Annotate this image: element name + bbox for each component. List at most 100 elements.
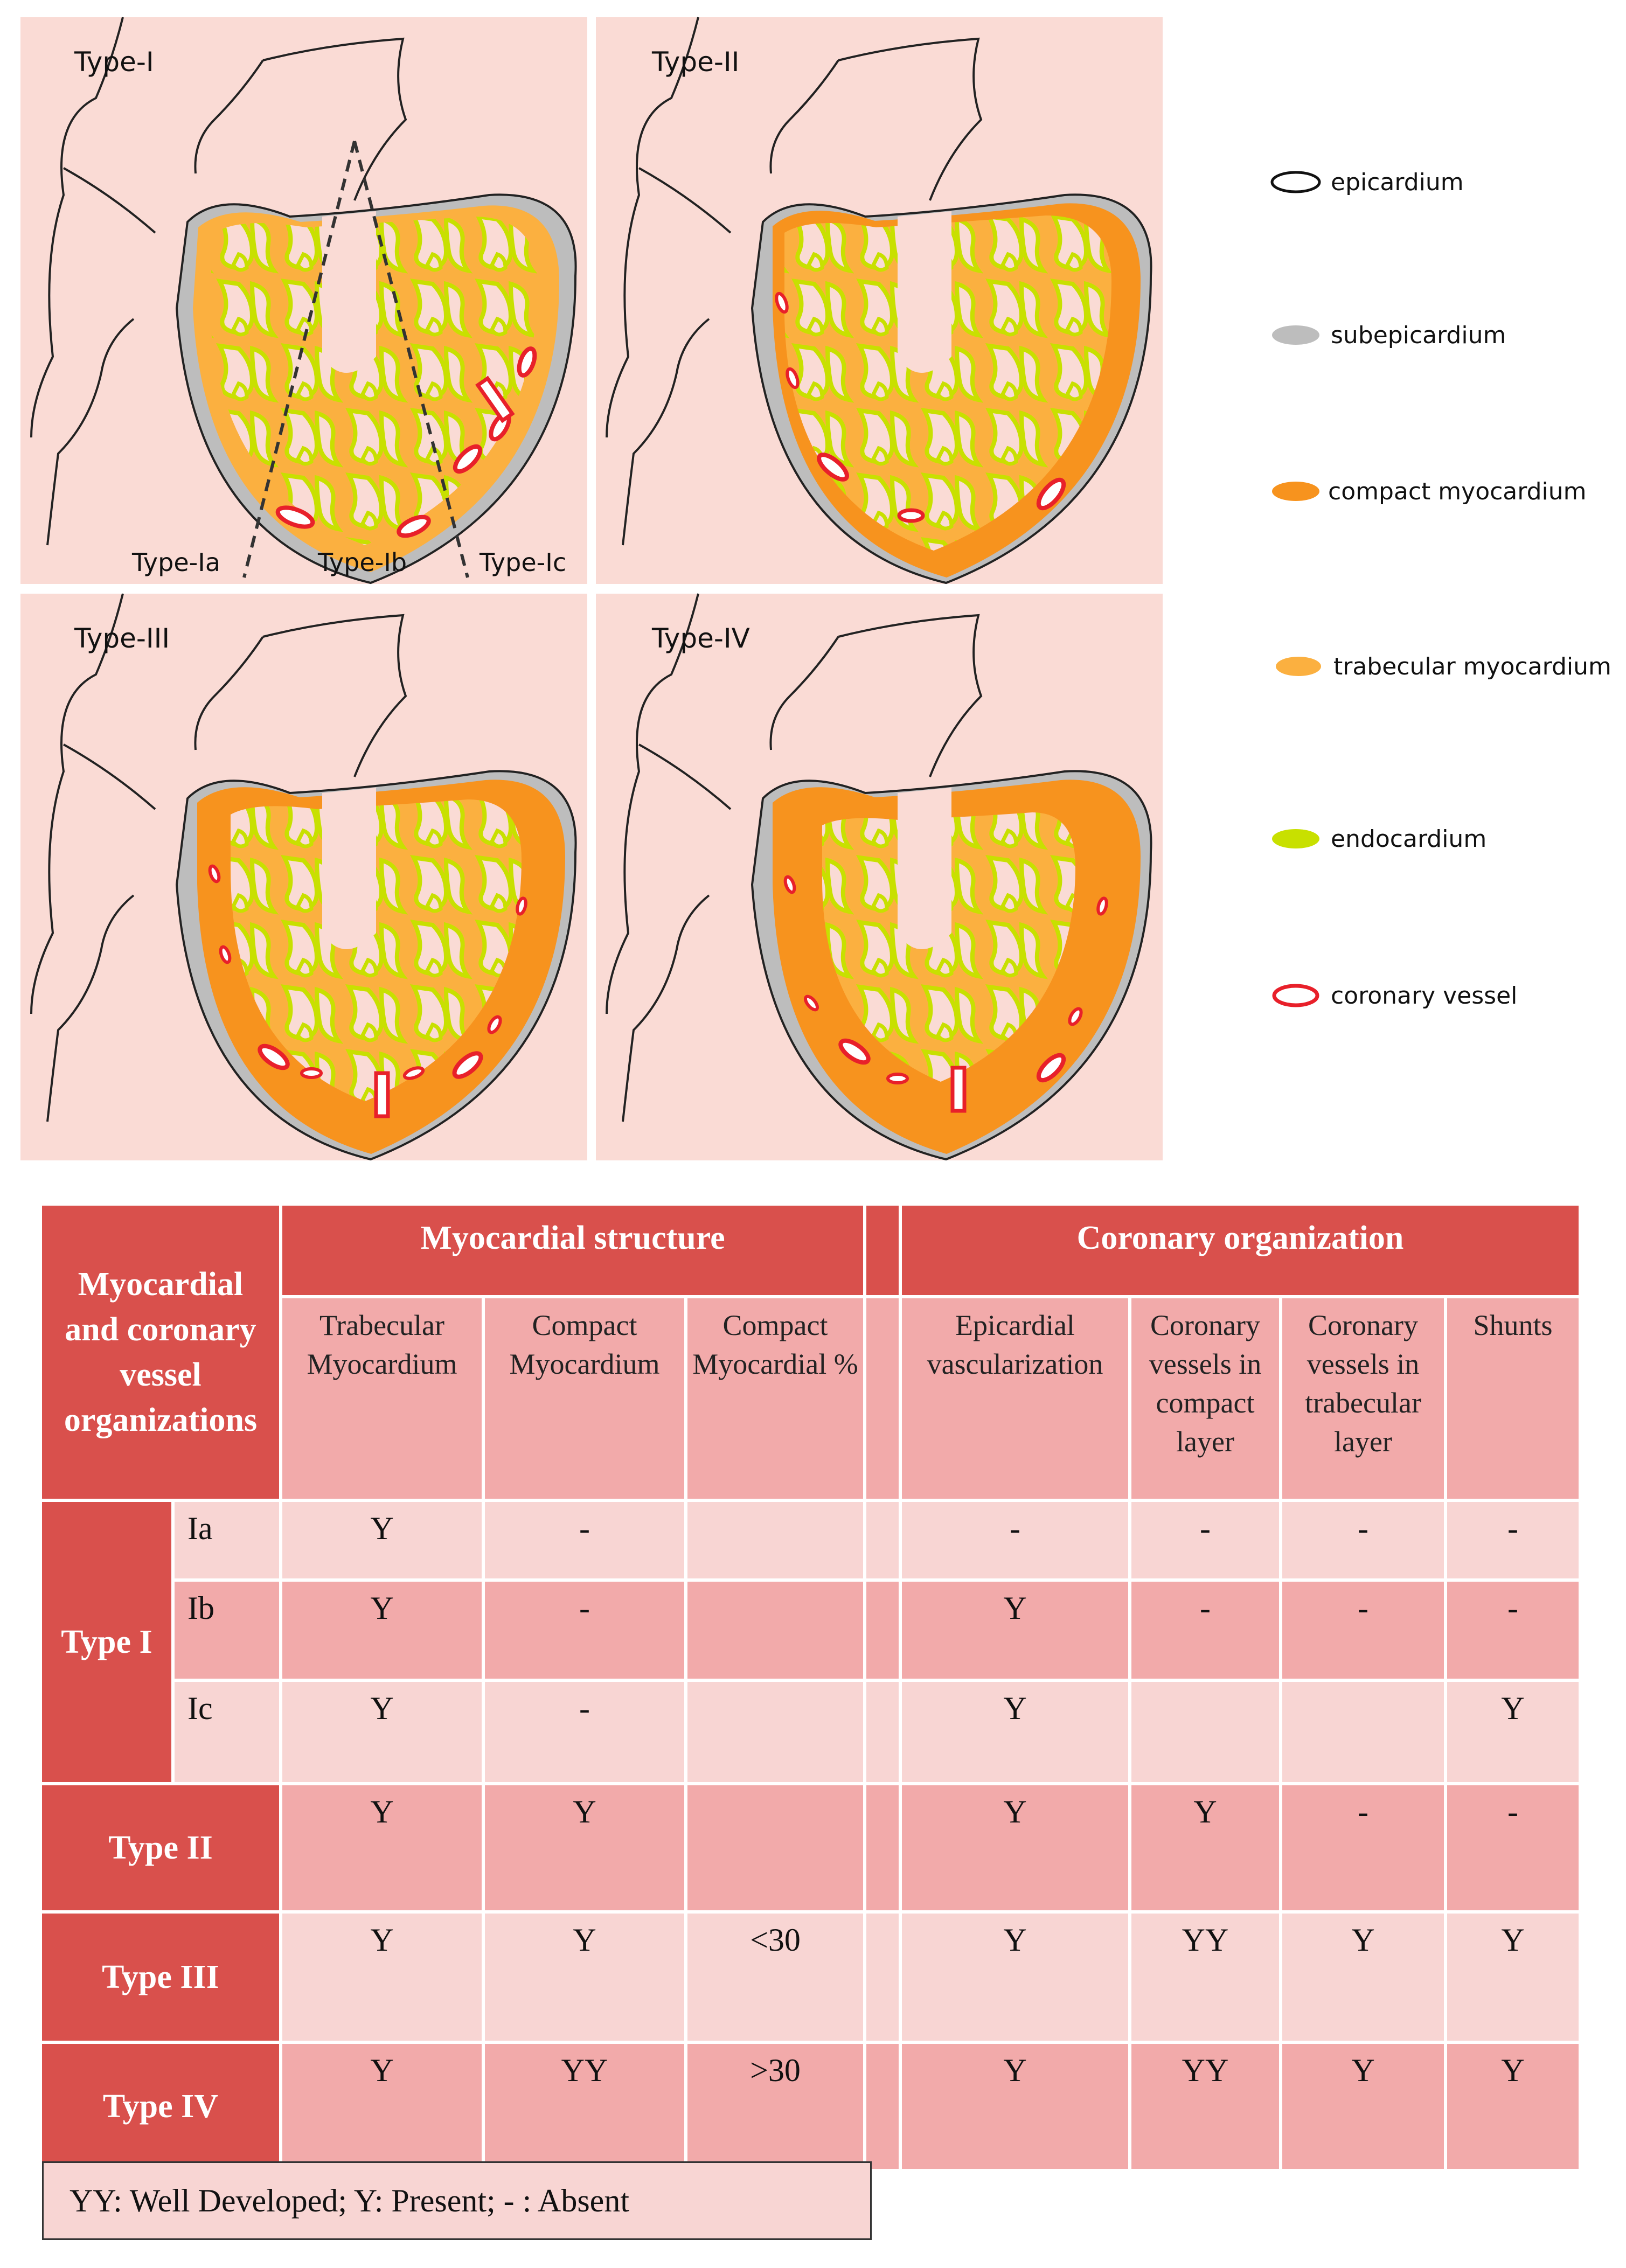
trabecular-myocardium-swatch-icon — [1276, 657, 1321, 676]
corner-header-text: Myocardial and coronary vessel organizat… — [64, 1266, 258, 1438]
table-cell: >30 — [687, 2044, 863, 2169]
table-cell: Y — [902, 2044, 1128, 2169]
endocardium-swatch-icon — [1272, 829, 1319, 848]
coronary-vessel-swatch-icon — [1272, 984, 1319, 1007]
panel-label-type-i: Type-I — [74, 46, 154, 78]
table-spacer-cell — [866, 1682, 899, 1782]
legend-label-subepicardium: subepicardium — [1331, 322, 1506, 349]
row-header-type-iii-text: Type III — [102, 1959, 219, 1995]
heart-type-ii — [606, 17, 1152, 585]
table-cell — [1131, 1682, 1279, 1782]
table-spacer-cell — [866, 1582, 899, 1679]
row-header-type-iv-text: Type IV — [102, 2088, 219, 2125]
table-cell — [687, 1785, 863, 1910]
row-header-type-ii-text: Type II — [108, 1829, 213, 1866]
table-spacer-cell — [866, 1914, 899, 2041]
column-header-coronary-trabecular: Coronary vessels in trabecular layer — [1282, 1298, 1444, 1499]
legend-label-trabecular-myocardium: trabecular myocardium — [1333, 653, 1611, 680]
table-cell: - — [1282, 1785, 1444, 1910]
subepicardium-swatch-icon — [1272, 325, 1319, 345]
table-cell: - — [485, 1582, 684, 1679]
corner-header: Myocardial and coronary vessel organizat… — [42, 1206, 279, 1499]
subtype-cell-ia: Ia — [175, 1502, 279, 1578]
epicardium-swatch-icon — [1270, 171, 1321, 193]
table-cell: YY — [1131, 2044, 1279, 2169]
table-cell: Y — [282, 2044, 482, 2169]
legend-label-endocardium: endocardium — [1331, 825, 1486, 853]
table-cell: Y — [902, 1785, 1128, 1910]
legend-label-coronary-vessel: coronary vessel — [1331, 982, 1517, 1010]
column-header-coronary-compact-text: Coronary vessels in compact layer — [1149, 1309, 1262, 1458]
column-header-compact-percent: Compact Myocardial % — [687, 1298, 863, 1499]
subtype-cell-ic: Ic — [175, 1682, 279, 1782]
table-footnote: YY: Well Developed; Y: Present; - : Abse… — [42, 2161, 872, 2240]
table-cell: Y — [485, 1785, 684, 1910]
row-header-type-ii: Type II — [42, 1785, 279, 1910]
table-cell: - — [485, 1502, 684, 1578]
table-cell — [687, 1502, 863, 1578]
table-cell: - — [1447, 1582, 1579, 1679]
subtype-label-ia: Type-Ia — [131, 548, 220, 577]
table-cell — [687, 1682, 863, 1782]
row-header-type-iii: Type III — [42, 1914, 279, 2041]
row-header-type-i: Type I — [42, 1502, 171, 1782]
table-cell: Y — [282, 1785, 482, 1910]
table-cell: Y — [1282, 1914, 1444, 2041]
subtype-cell-ib: Ib — [175, 1582, 279, 1679]
group-header-spacer — [866, 1206, 899, 1295]
panel-label-type-ii: Type-II — [651, 46, 739, 78]
table-cell: Y — [282, 1914, 482, 2041]
legend-label-compact-myocardium: compact myocardium — [1328, 478, 1587, 505]
group-header-myocardial: Myocardial structure — [282, 1206, 863, 1295]
row-header-type-iv: Type IV — [42, 2044, 279, 2169]
table-cell — [1282, 1682, 1444, 1782]
table-cell: - — [1131, 1502, 1279, 1578]
table-cell: - — [1447, 1502, 1579, 1578]
heart-diagram-figure: Type-I Type-II Type-III Type-IV Type-Ia … — [20, 17, 1611, 1161]
legend-label-epicardium: epicardium — [1331, 169, 1464, 196]
table-cell: - — [1447, 1785, 1579, 1910]
table-cell: Y — [1447, 2044, 1579, 2169]
group-header-coronary-text: Coronary organization — [1076, 1220, 1404, 1256]
group-header-myocardial-text: Myocardial structure — [420, 1220, 725, 1256]
column-header-shunts-text: Shunts — [1473, 1309, 1553, 1341]
column-header-trabecular: Trabecular Myocardium — [282, 1298, 482, 1499]
panel-label-type-iii: Type-III — [74, 623, 170, 654]
table-cell: - — [1131, 1582, 1279, 1679]
column-header-shunts: Shunts — [1447, 1298, 1579, 1499]
table-cell: Y — [282, 1682, 482, 1782]
subtype-ia-text: Ia — [187, 1511, 213, 1546]
column-header-spacer — [866, 1298, 899, 1499]
column-header-compact: Compact Myocardium — [485, 1298, 684, 1499]
panel-label-type-iv: Type-IV — [651, 623, 750, 654]
table-spacer-cell — [866, 2044, 899, 2169]
column-header-trabecular-text: Trabecular Myocardium — [307, 1309, 457, 1380]
group-header-coronary: Coronary organization — [902, 1206, 1579, 1295]
row-header-type-i-text: Type I — [61, 1624, 152, 1660]
table-cell: Y — [902, 1582, 1128, 1679]
table-cell: - — [1282, 1502, 1444, 1578]
table-cell: Y — [282, 1502, 482, 1578]
table-cell: YY — [485, 2044, 684, 2169]
legend: epicardium subepicardium compact myocard… — [1270, 169, 1611, 1010]
table-cell: - — [902, 1502, 1128, 1578]
heart-type-iii — [30, 593, 577, 1161]
table-cell: - — [485, 1682, 684, 1782]
table-spacer-cell — [866, 1502, 899, 1578]
column-header-compact-percent-text: Compact Myocardial % — [692, 1309, 858, 1380]
column-header-compact-text: Compact Myocardium — [509, 1309, 660, 1380]
table-cell: Y — [1131, 1785, 1279, 1910]
subtype-label-ib: Type-Ib — [317, 548, 407, 577]
table-cell — [687, 1582, 863, 1679]
heart-diagram-svg: Type-I Type-II Type-III Type-IV Type-Ia … — [20, 17, 1611, 1161]
subtype-ic-text: Ic — [187, 1690, 213, 1726]
table-spacer-cell — [866, 1785, 899, 1910]
table-cell: <30 — [687, 1914, 863, 2041]
table-cell: Y — [282, 1582, 482, 1679]
table-cell: - — [1282, 1582, 1444, 1679]
table-cell: Y — [1282, 2044, 1444, 2169]
table-cell: Y — [1447, 1682, 1579, 1782]
table-cell: Y — [902, 1682, 1128, 1782]
subtype-label-ic: Type-Ic — [479, 548, 566, 577]
table-cell: Y — [902, 1914, 1128, 2041]
